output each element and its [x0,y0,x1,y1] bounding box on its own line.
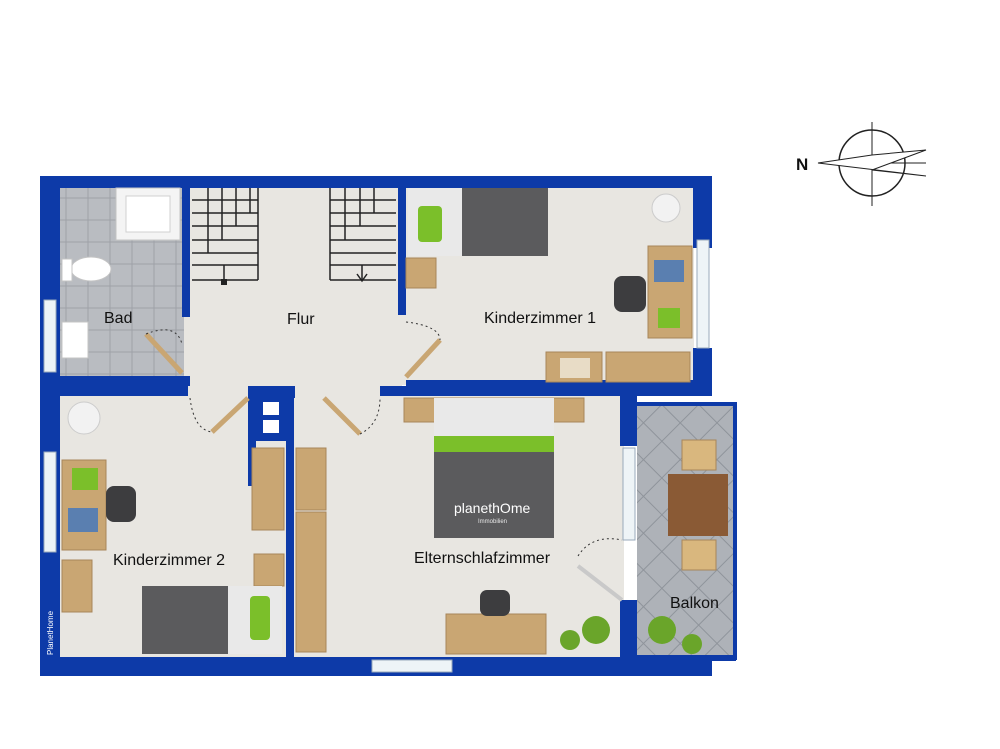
bed-logo-sub: Immobilien [478,519,507,525]
kz1-dresser [605,351,691,383]
door-eltern [322,396,362,436]
label-kinderzimmer1: Kinderzimmer 1 [484,310,596,327]
wall-bad-flur [182,187,190,317]
window-eltern-bottom [371,659,453,673]
kz2-furniture [61,401,285,654]
kz2-wardrobe [251,447,285,531]
bed-logo: planethOme [454,500,530,516]
door-kz1 [404,338,442,379]
eltern-desk [445,613,547,655]
eltern-wardrobe-2 [295,511,327,653]
wall-bad-bottom [60,376,190,386]
kz1-nightstand [405,257,437,289]
wall-right-upper [693,176,712,248]
wall-flur-kz1 [398,187,406,315]
windows [43,239,710,673]
kz2-shelf [61,559,93,613]
wall-mid-horizontal [60,386,188,396]
eltern-wardrobe-1 [295,447,327,511]
door-kz2 [210,396,250,434]
bathroom-fixtures [61,187,181,359]
label-flur: Flur [287,311,315,328]
wall-center-left [250,386,295,398]
stair-marker [221,279,227,285]
kz2-chair [106,486,136,522]
wall-eltern-top [380,386,620,396]
wall-top [40,176,712,188]
balkon-furniture [648,439,728,654]
balkon-plant-1 [648,616,676,644]
balkon-table [668,474,728,536]
compass-north-label: N [796,155,808,174]
window-kz2 [43,451,57,553]
eltern-chair [480,590,510,616]
eltern-furniture [295,397,610,655]
door-bad [144,332,184,375]
door-balkon [576,564,624,602]
room-labels: Bad Flur Kinderzimmer 1 Kinderzimmer 2 E… [104,310,719,612]
wall-center-right-v [286,386,294,658]
label-elternschlafzimmer: Elternschlafzimmer [414,550,551,567]
label-bad: Bad [104,310,132,327]
floor-flur [184,187,402,397]
compass-needle [817,149,927,177]
wall-balkon-bottom [620,655,736,661]
wall-balkon-right [733,402,737,660]
wall-eltern-right-top [620,386,637,446]
balkon-plant-2 [682,634,702,654]
eltern-plant-2 [582,616,610,644]
kz1-chair [614,276,646,312]
toilet [70,256,112,282]
wall-balkon-top [637,402,735,406]
shaft-opening-1 [263,402,279,415]
window-eltern-side [622,447,636,541]
wall-center-left-v [248,386,256,486]
washbasin [61,321,89,359]
kz1-teddy [651,193,681,223]
doors [144,321,624,602]
compass: N [796,122,927,206]
label-balkon: Balkon [670,595,719,612]
side-mark: PlanetHome [46,610,55,655]
kz1-furniture [405,188,693,383]
window-bad [43,299,57,373]
wall-eltern-right-bottom [620,600,637,658]
kz2-nightstand [253,553,285,587]
eltern-plant-1 [560,630,580,650]
shaft-opening-2 [263,420,279,433]
wall-left [40,176,60,676]
window-kz1 [696,239,710,349]
label-kinderzimmer2: Kinderzimmer 2 [113,552,225,569]
staircase [192,188,396,283]
kz2-teddy [67,401,101,435]
